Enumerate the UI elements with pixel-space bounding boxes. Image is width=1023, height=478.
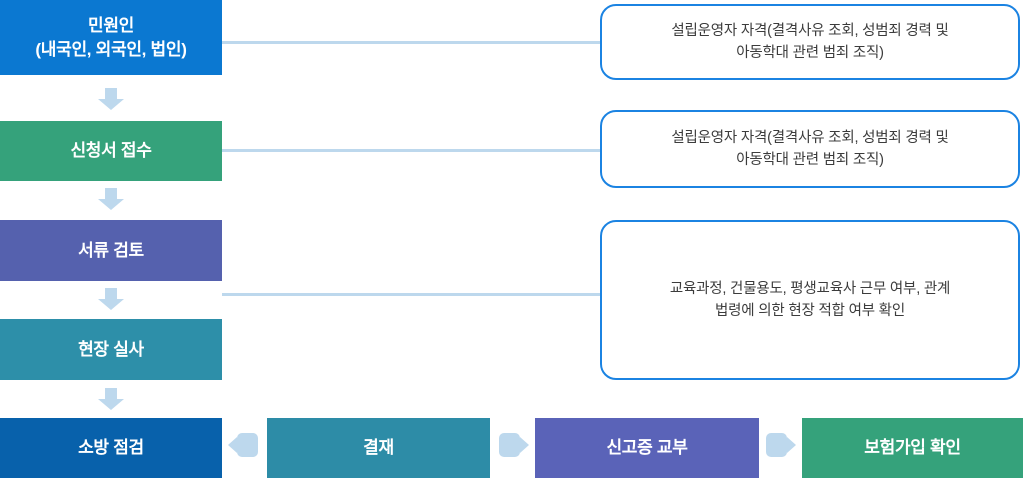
flow-step-approval: 결재 xyxy=(267,418,490,478)
connector-line-2 xyxy=(222,149,600,152)
right-arrow-body xyxy=(499,433,520,457)
note-text: 아동학대 관련 범죄 조직) xyxy=(736,152,884,168)
flow-step-insurance-confirmation: 보험가입 확인 xyxy=(802,418,1023,478)
flow-step-certificate-issuance-label: 신고증 교부 xyxy=(606,438,688,458)
flow-step-site-inspection-label: 현장 실사 xyxy=(78,339,144,359)
flow-step-site-inspection: 현장 실사 xyxy=(0,319,222,380)
down-arrow-icon xyxy=(98,188,124,210)
down-arrow-icon xyxy=(98,388,124,410)
right-arrow-icon xyxy=(766,430,796,460)
right-arrow-icon xyxy=(499,430,529,460)
connector-line-3 xyxy=(222,293,600,296)
note-text: 법령에 의한 현장 적합 여부 확인 xyxy=(715,303,905,319)
flow-step-insurance-confirmation-label: 보험가입 확인 xyxy=(864,438,961,458)
flow-step-applicant-label-line2: (내국인, 외국인, 법인) xyxy=(35,39,187,59)
left-arrow-tip xyxy=(228,437,237,453)
connector-line-1 xyxy=(222,41,600,44)
flow-step-application-receipt-label: 신청서 접수 xyxy=(70,141,152,161)
right-arrow-body xyxy=(766,433,787,457)
note-text: 교육과정, 건물용도, 평생교육사 근무 여부, 관계 xyxy=(669,280,951,297)
flow-step-application-receipt: 신청서 접수 xyxy=(0,121,222,181)
flow-step-document-review: 서류 검토 xyxy=(0,220,222,281)
flow-step-fire-safety-check: 소방 점검 xyxy=(0,418,222,478)
note-text: 설립운영자 자격(결격사유 조회, 성범죄 경력 및 xyxy=(671,22,949,39)
note-text: 설립운영자 자격(결격사유 조회, 성범죄 경력 및 xyxy=(671,129,949,146)
down-arrow-icon xyxy=(98,288,124,310)
left-arrow-icon xyxy=(228,430,258,460)
flow-step-document-review-label: 서류 검토 xyxy=(78,240,144,260)
note-box-operator-qualification-2: 설립운영자 자격(결격사유 조회, 성범죄 경력 및 아동학대 관련 범죄 조직… xyxy=(600,110,1020,188)
note-box-site-suitability: 교육과정, 건물용도, 평생교육사 근무 여부, 관계 법령에 의한 현장 적합… xyxy=(600,220,1020,380)
note-box-operator-qualification-1: 설립운영자 자격(결격사유 조회, 성범죄 경력 및 아동학대 관련 범죄 조직… xyxy=(600,4,1020,80)
note-text: 아동학대 관련 범죄 조직) xyxy=(736,45,884,61)
right-arrow-tip xyxy=(520,437,529,453)
flow-step-fire-safety-check-label: 소방 점검 xyxy=(78,438,144,458)
flow-step-applicant: 민원인 (내국인, 외국인, 법인) xyxy=(0,0,222,75)
left-arrow-body xyxy=(237,433,258,457)
flow-step-certificate-issuance: 신고증 교부 xyxy=(535,418,759,478)
down-arrow-icon xyxy=(98,88,124,110)
flow-step-applicant-label-line1: 민원인 xyxy=(87,15,135,35)
flow-step-approval-label: 결재 xyxy=(363,438,394,458)
right-arrow-tip xyxy=(787,437,796,453)
